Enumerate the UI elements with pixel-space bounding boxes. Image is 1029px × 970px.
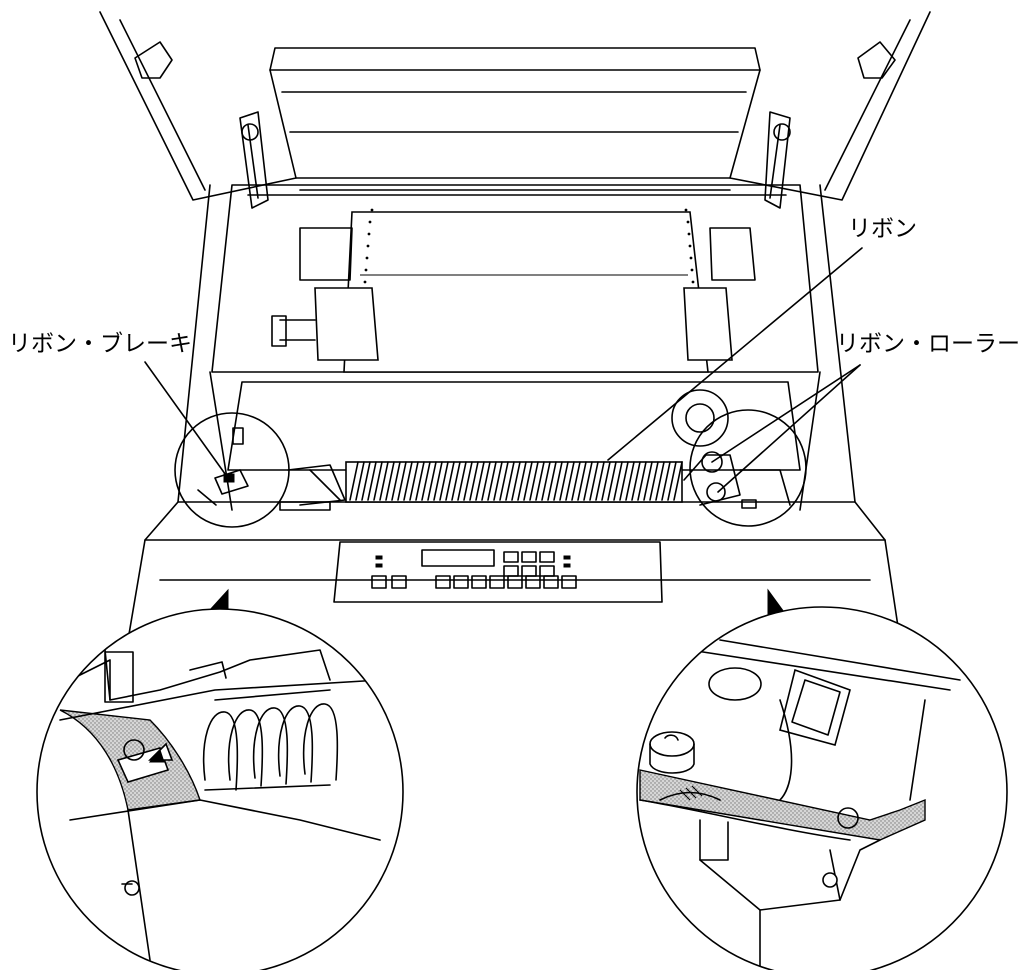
right-detail-circle — [636, 606, 1008, 970]
paper — [271, 208, 756, 373]
right-mechanism — [683, 409, 807, 527]
label-ribbon: リボン — [848, 216, 917, 242]
left-detail-circle — [36, 608, 404, 970]
platen-area — [227, 381, 801, 471]
printer-lid — [99, 11, 931, 209]
label-ribbon-roller: リボン・ローラー — [836, 331, 1020, 357]
left-mechanism — [174, 412, 346, 528]
leader-lines — [144, 247, 863, 493]
control-panel — [333, 541, 663, 603]
ribbon-coil — [345, 461, 683, 503]
label-ribbon-brake: リボン・ブレーキ — [8, 331, 192, 357]
